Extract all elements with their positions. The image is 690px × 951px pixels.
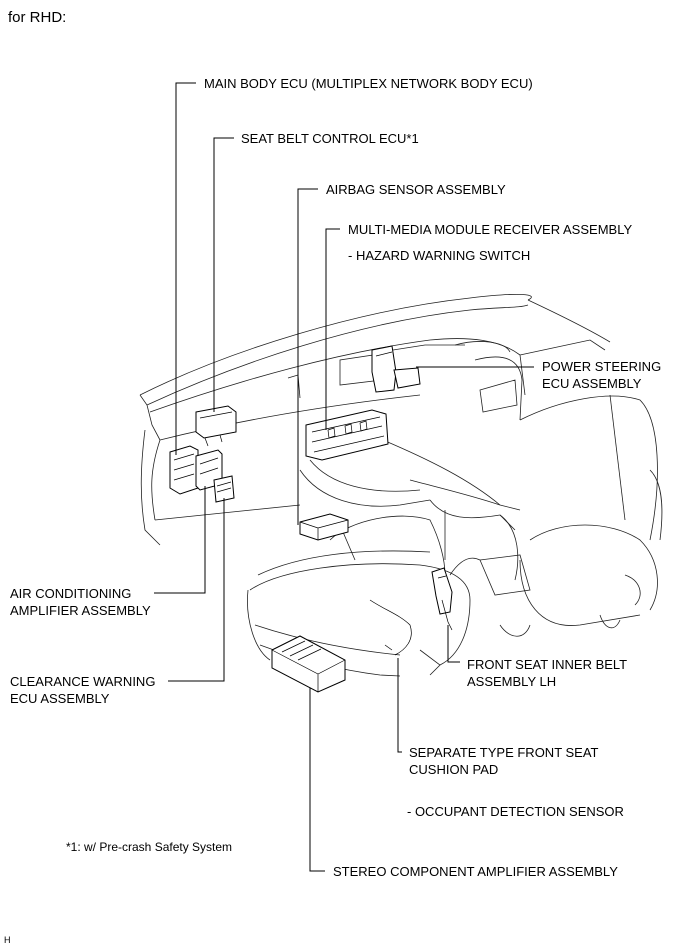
label-occupant-detection-sensor: - OCCUPANT DETECTION SENSOR (407, 804, 624, 819)
seat-belt-buckle (431, 567, 453, 631)
label-multimedia-receiver: MULTI-MEDIA MODULE RECEIVER ASSEMBLY (348, 222, 633, 237)
cushion-pad-wire (369, 599, 412, 656)
label-main-body-ecu: MAIN BODY ECU (MULTIPLEX NETWORK BODY EC… (204, 76, 533, 91)
label-cushion-pad-line1: SEPARATE TYPE FRONT SEAT (409, 745, 599, 760)
seat-belt-control-ecu (195, 405, 237, 447)
label-hazard-warning-switch: - HAZARD WARNING SWITCH (348, 248, 531, 263)
main-body-ecu (169, 445, 199, 495)
label-air-conditioning-line2: AMPLIFIER ASSEMBLY (10, 603, 151, 618)
page-title: for RHD: (8, 9, 67, 26)
label-seat-belt-control-ecu: SEAT BELT CONTROL ECU*1 (241, 131, 419, 146)
label-clearance-warning-line1: CLEARANCE WARNING (10, 674, 156, 689)
clearance-warning-ecu (213, 475, 235, 503)
dashboard-outline (139, 293, 611, 581)
leader-lines (154, 82, 534, 872)
multimedia-receiver (305, 409, 389, 461)
stereo-amplifier (271, 635, 346, 693)
power-steering-ecu (371, 345, 421, 393)
label-airbag-sensor: AIRBAG SENSOR ASSEMBLY (326, 182, 506, 197)
label-front-seat-belt-line1: FRONT SEAT INNER BELT (467, 657, 628, 672)
label-power-steering-line2: ECU ASSEMBLY (542, 376, 642, 391)
right-seat-outline (479, 394, 663, 637)
label-power-steering-line1: POWER STEERING (542, 359, 662, 374)
label-front-seat-belt-line2: ASSEMBLY LH (467, 674, 557, 689)
label-clearance-warning-line2: ECU ASSEMBLY (10, 691, 110, 706)
airbag-sensor (299, 513, 349, 541)
label-cushion-pad-line2: CUSHION PAD (409, 762, 499, 777)
corner-mark: H (4, 935, 11, 945)
label-stereo-amplifier: STEREO COMPONENT AMPLIFIER ASSEMBLY (333, 864, 618, 879)
label-air-conditioning-line1: AIR CONDITIONING (10, 586, 132, 601)
footnote: *1: w/ Pre-crash Safety System (66, 840, 233, 854)
